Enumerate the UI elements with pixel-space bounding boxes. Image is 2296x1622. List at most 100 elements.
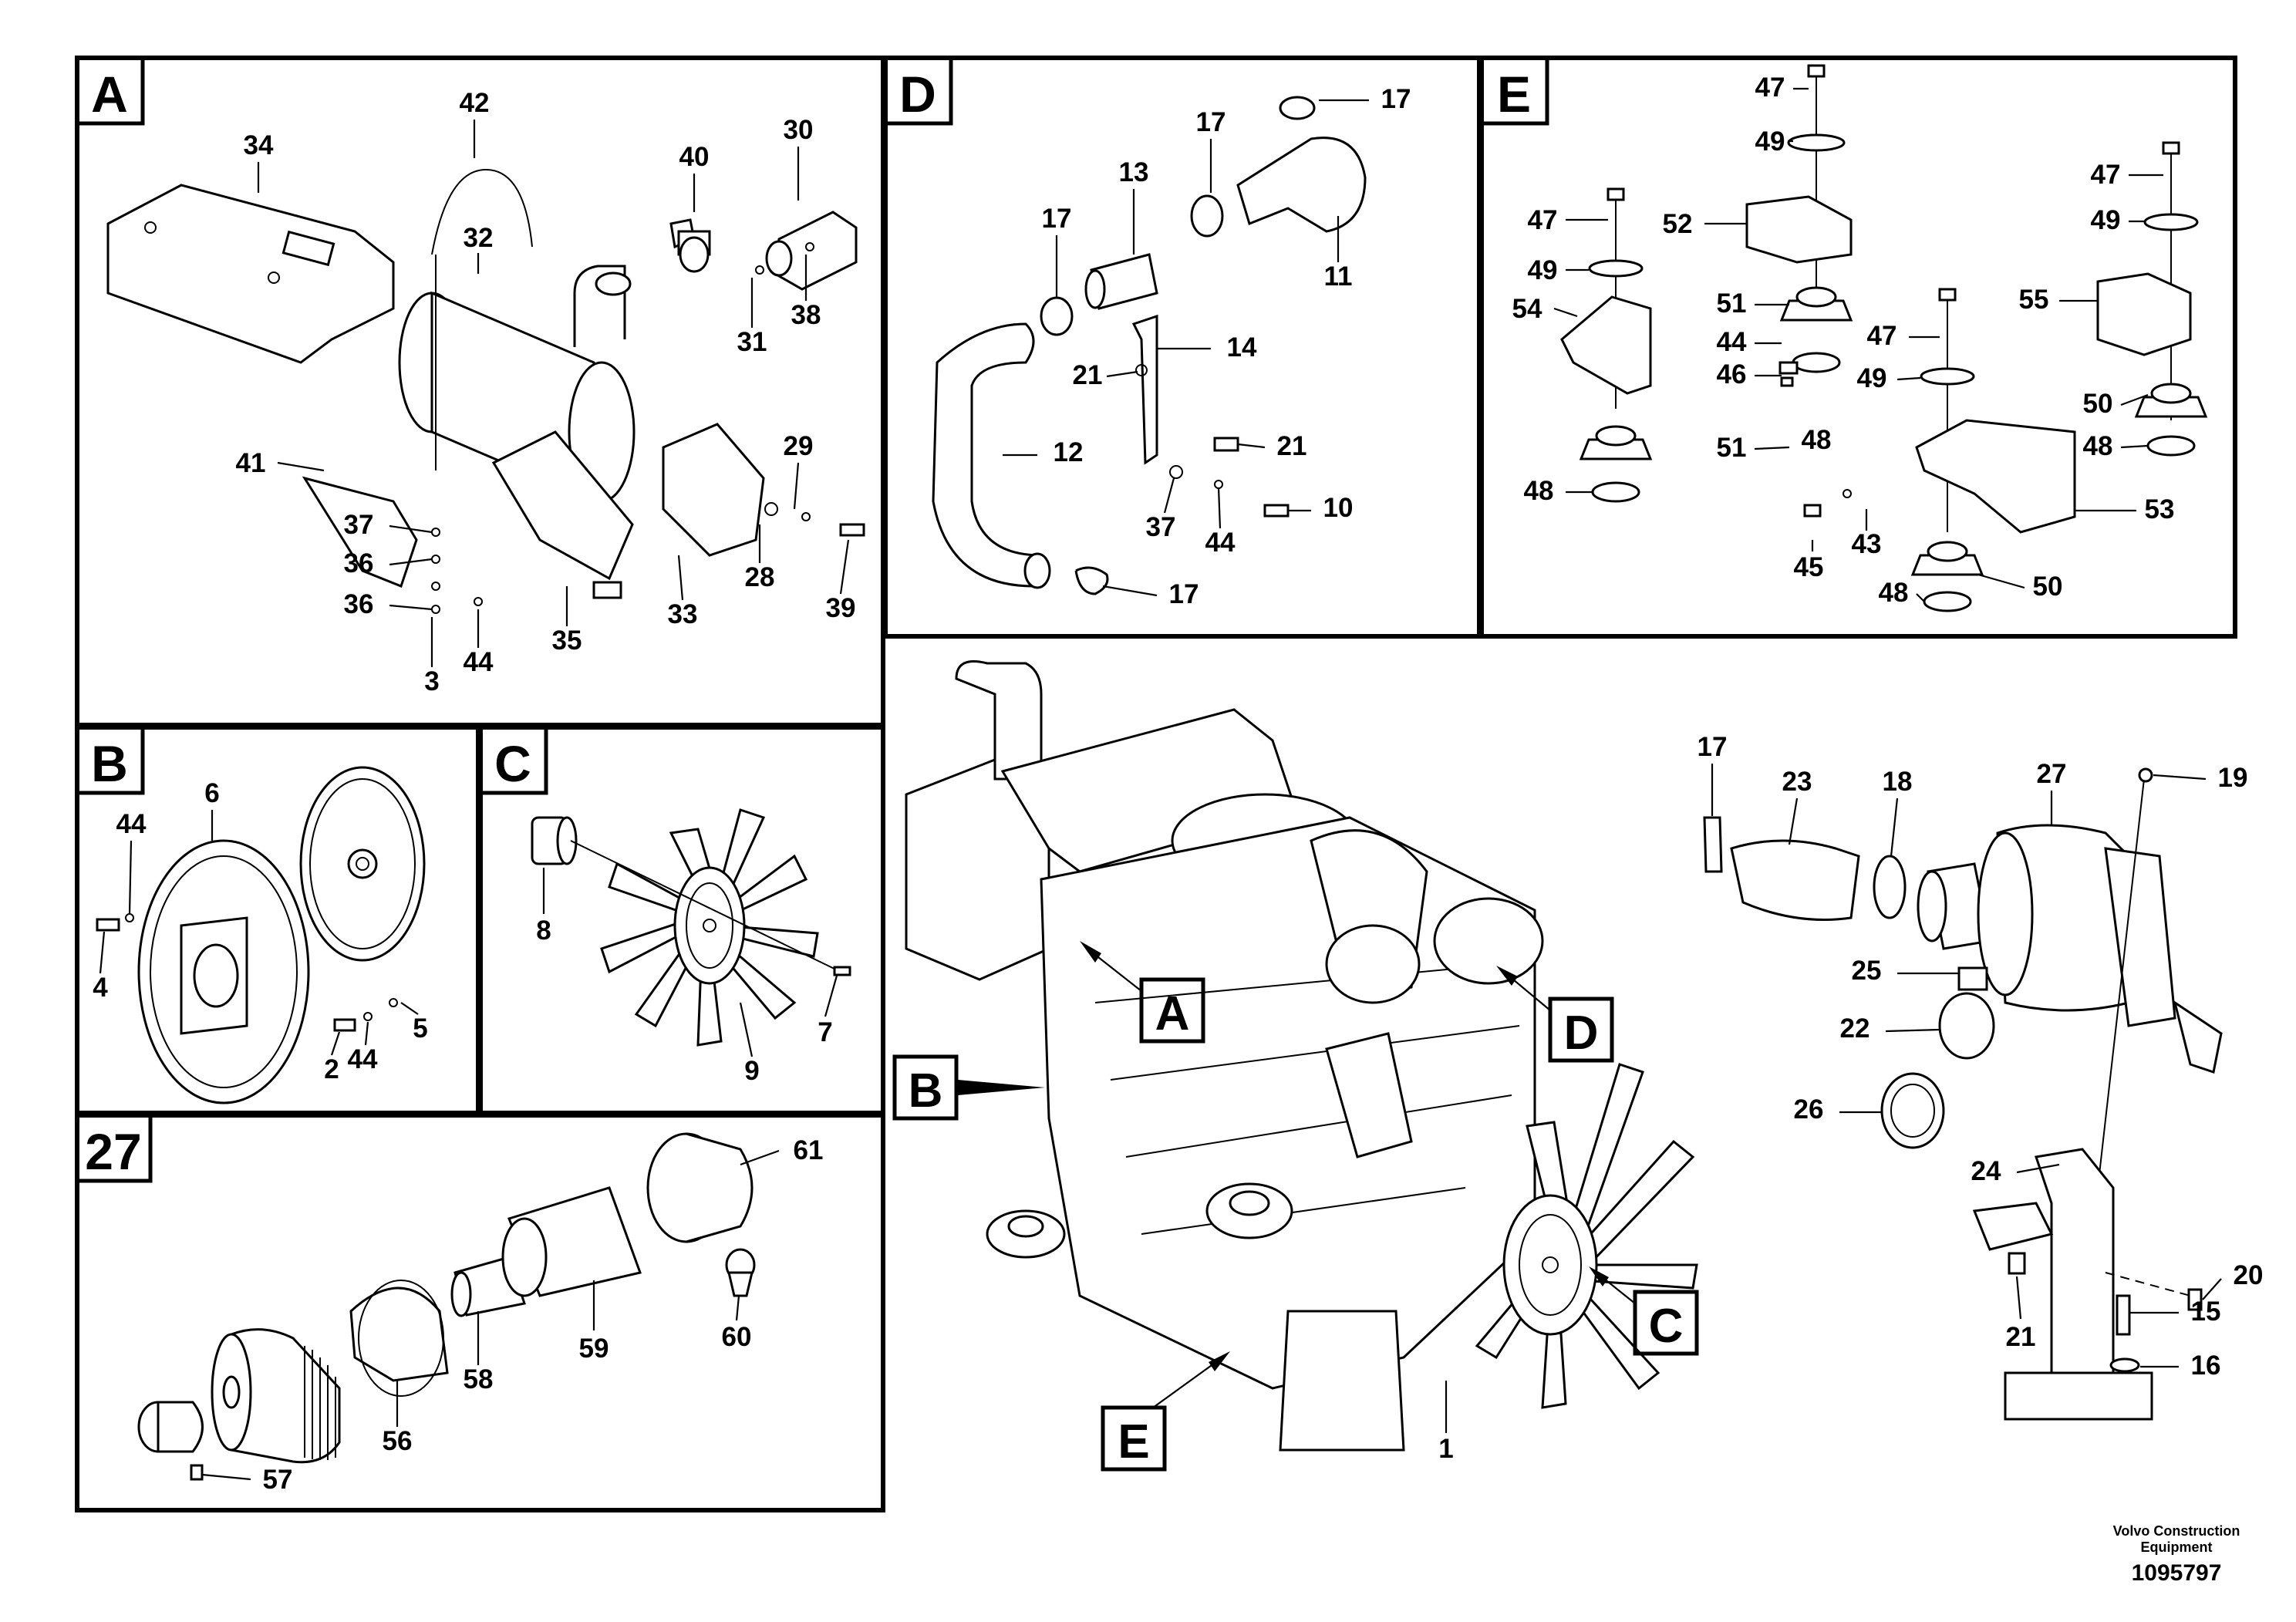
mount-bracket-53-part	[1915, 419, 2076, 534]
part-label-17: 17	[1196, 107, 1226, 137]
part-label-41: 41	[236, 448, 266, 478]
panel-frames	[75, 56, 2237, 1512]
part-label-40: 40	[679, 142, 710, 172]
panel-e-drawing	[1560, 64, 2208, 612]
callout-d-box	[1548, 996, 1614, 1063]
engine-assembly-drawing	[905, 660, 1698, 1452]
part-label-21: 21	[2006, 1322, 2036, 1352]
panel-letter-boxes: A D E B C 27	[75, 56, 1549, 1183]
part-label-36: 36	[344, 548, 374, 578]
part-label-2: 2	[324, 1054, 339, 1084]
part-label-24: 24	[1971, 1156, 2001, 1186]
part-label-39: 39	[826, 593, 856, 623]
bolt-15-part	[2116, 1294, 2131, 1336]
panel-27-drawing	[137, 1132, 756, 1481]
part-label-21: 21	[1277, 431, 1307, 461]
panel-b-labels: 6 44 4 2 44 5	[93, 778, 427, 1084]
callout-d-label: D	[1564, 1007, 1599, 1060]
muffler-bracket-part	[302, 476, 418, 588]
part-label-32: 32	[464, 223, 494, 253]
air-filter-assembly-labels: 17 23 18 27 19 25 22 26 24 20 15 21 16	[1698, 732, 2264, 1381]
part-label-35: 35	[552, 626, 582, 656]
panel-c-drawing	[531, 808, 851, 1047]
hose-12-part	[932, 322, 1043, 588]
part-label-18: 18	[1883, 767, 1913, 797]
part-label-47: 47	[1755, 73, 1785, 103]
part-label-47: 47	[1528, 205, 1558, 235]
part-label-25: 25	[1852, 956, 1882, 986]
part-label-48: 48	[2083, 431, 2113, 461]
part-label-49: 49	[1857, 363, 1887, 393]
part-label-28: 28	[745, 562, 775, 592]
part-label-60: 60	[722, 1322, 752, 1352]
part-label-37: 37	[1146, 512, 1176, 542]
part-label-44: 44	[116, 809, 147, 839]
engine-callouts: A B D C E 1	[892, 941, 1699, 1472]
part-label-34: 34	[244, 130, 274, 160]
part-label-48: 48	[1524, 476, 1554, 506]
part-label-48: 48	[1879, 578, 1909, 608]
part-label-44: 44	[348, 1044, 378, 1074]
part-label-27: 27	[2037, 759, 2067, 789]
part-label-47: 47	[1867, 321, 1897, 351]
callout-c-box	[1633, 1290, 1699, 1356]
part-label-48: 48	[1802, 425, 1832, 455]
brand-line-2: Equipment	[2140, 1539, 2213, 1555]
part-label-59: 59	[579, 1334, 609, 1364]
hose-23-part	[1730, 839, 1860, 921]
panel-e-frame	[1479, 56, 2237, 639]
part-label-44: 44	[1205, 528, 1236, 558]
part-label-36: 36	[344, 589, 374, 619]
part-label-50: 50	[2033, 572, 2063, 602]
part-label-12: 12	[1054, 437, 1084, 467]
part-label-13: 13	[1119, 157, 1149, 187]
part-label-1: 1	[1438, 1434, 1453, 1464]
panel-b-label: B	[91, 735, 128, 792]
fan-hub-part	[673, 866, 746, 985]
brand-block: Volvo Construction Equipment 1095797	[2103, 1523, 2250, 1587]
part-label-38: 38	[791, 300, 821, 330]
part-label-30: 30	[784, 115, 814, 145]
mount-bracket-54-part	[1560, 295, 1652, 395]
part-label-49: 49	[1755, 126, 1785, 157]
part-label-31: 31	[737, 327, 767, 357]
part-label-43: 43	[1852, 529, 1882, 559]
callout-a-label: A	[1155, 987, 1190, 1040]
part-label-5: 5	[413, 1013, 427, 1044]
part-label-44: 44	[1717, 327, 1747, 357]
part-label-26: 26	[1794, 1094, 1824, 1125]
part-label-22: 22	[1840, 1013, 1870, 1044]
callout-e-label: E	[1118, 1415, 1149, 1469]
part-label-42: 42	[460, 88, 490, 118]
panel-d-label: D	[899, 66, 936, 123]
part-label-8: 8	[536, 916, 551, 946]
panel-e-label: E	[1497, 66, 1531, 123]
part-label-16: 16	[2191, 1351, 2221, 1381]
part-label-47: 47	[2091, 160, 2121, 190]
clamp-17-part	[1703, 816, 1723, 873]
washer-16-part	[2109, 1357, 2140, 1373]
part-label-21: 21	[1073, 360, 1103, 390]
part-label-58: 58	[464, 1364, 494, 1394]
bracket-14-part	[1131, 314, 1158, 465]
panel-27-frame	[75, 1113, 885, 1512]
part-label-17: 17	[1042, 204, 1072, 234]
panel-d-labels: 17 17 13 17 11 14 21 21 12 37 44 10 17	[1003, 84, 1411, 609]
panel-27-label: 27	[85, 1123, 141, 1180]
part-label-56: 56	[383, 1426, 413, 1456]
part-label-7: 7	[818, 1017, 832, 1047]
panel-27-labels: 61 60 59 58 56 57	[201, 1135, 823, 1495]
part-label-51: 51	[1717, 433, 1747, 463]
callout-c-label: C	[1649, 1300, 1684, 1353]
clamp-56-part	[349, 1286, 449, 1382]
bolt-20-part	[2187, 1288, 2203, 1311]
sensor-25-part	[1957, 966, 1988, 991]
mount-bracket-52-part	[1745, 195, 1853, 264]
clamp-18-part	[1873, 855, 1907, 919]
part-label-33: 33	[668, 599, 698, 629]
callout-e-box	[1101, 1405, 1167, 1472]
part-label-55: 55	[2019, 285, 2049, 315]
callout-b-box	[892, 1054, 959, 1121]
part-label-6: 6	[204, 778, 219, 808]
